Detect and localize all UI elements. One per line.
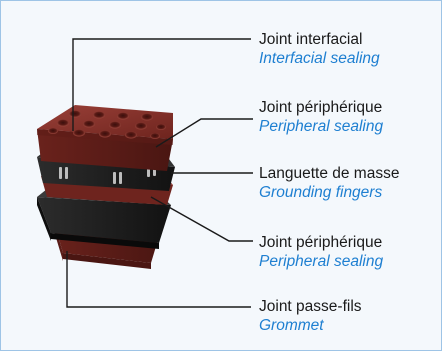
leader-line-peripheral-upper — [155, 118, 253, 148]
label-interfacial-sealing: Joint interfacial Interfacial sealing — [259, 30, 380, 68]
label-fr: Joint périphérique — [259, 234, 383, 251]
leader-line-peripheral-lower — [150, 196, 253, 242]
interfacial-seal-block — [37, 105, 173, 171]
label-peripheral-sealing-lower: Joint périphérique Peripheral sealing — [259, 233, 383, 271]
leader-lines — [66, 38, 253, 308]
label-grommet: Joint passe-fils Grommet — [259, 297, 362, 335]
label-grounding-fingers: Languette de masse Grounding fingers — [259, 164, 399, 202]
label-peripheral-sealing-upper: Joint périphérique Peripheral sealing — [259, 98, 383, 136]
label-fr: Joint passe-fils — [259, 298, 362, 315]
label-fr: Joint interfacial — [259, 31, 363, 48]
leader-line-interfacial — [72, 38, 251, 131]
label-en: Grounding fingers — [259, 184, 383, 201]
label-en: Peripheral sealing — [259, 253, 384, 270]
label-en: Peripheral sealing — [259, 118, 384, 135]
contact-holes — [48, 110, 166, 139]
label-fr: Joint périphérique — [259, 99, 383, 116]
label-en: Interfacial sealing — [259, 50, 380, 67]
label-fr: Languette de masse — [259, 165, 400, 182]
label-en: Grommet — [259, 317, 324, 334]
leader-line-grommet — [66, 251, 251, 308]
